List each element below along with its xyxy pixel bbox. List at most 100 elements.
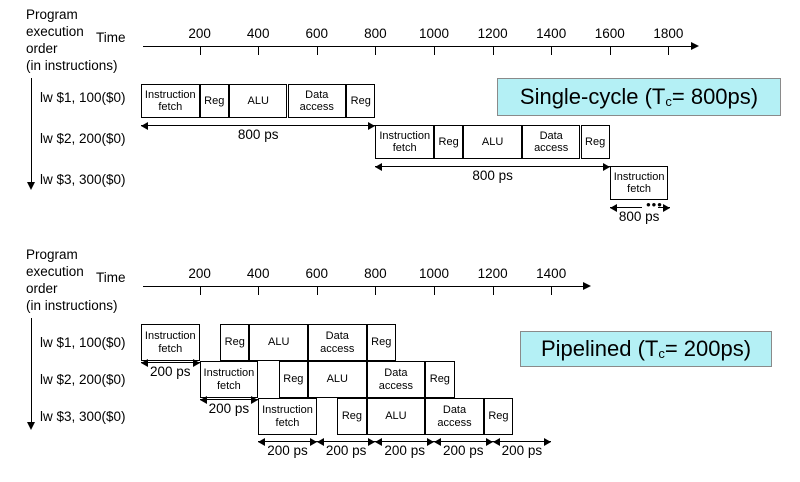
stage-label: Reg <box>429 373 450 386</box>
arrow-shaft <box>375 441 434 442</box>
measure-label: 200 ps <box>501 443 543 458</box>
arrow-head-right <box>368 121 376 130</box>
header-line-3: order <box>26 281 58 296</box>
axis-tick-label: 400 <box>246 26 270 41</box>
axis-tick <box>199 286 201 295</box>
measure-label: 200 ps <box>443 443 484 458</box>
stage-label: ALU <box>385 410 407 423</box>
stage-label: ALU <box>481 135 504 148</box>
stage-box-reg: Reg <box>483 398 514 435</box>
arrow-shaft <box>258 441 317 442</box>
stage-label: Reg <box>224 336 245 349</box>
stage-box-reg: Reg <box>425 361 455 398</box>
stage-box-reg: Reg <box>434 125 464 159</box>
header-line-1: Program <box>26 247 78 262</box>
axis-tick-label: 200 <box>188 26 211 41</box>
instruction-label-1: lw $1, 100($0) <box>40 335 126 350</box>
measure-label: 200 ps <box>208 401 250 416</box>
stage-box-reg: Reg <box>580 125 610 159</box>
arrow-shaft <box>492 441 552 442</box>
stage-label: ALU <box>247 94 269 107</box>
header-line-3: order <box>26 41 58 56</box>
arrow-shaft <box>434 441 493 442</box>
pipelined-callout-subscript: c <box>658 345 665 361</box>
stage-box-reg: Reg <box>278 361 308 398</box>
axis-tick-label: 1200 <box>477 266 508 281</box>
single-cycle-callout-prefix: Single-cycle (T <box>519 84 666 109</box>
stage-box-reg: Reg <box>199 84 229 118</box>
stage-label: Reg <box>341 410 363 423</box>
header-line-4: (in instructions) <box>26 58 118 73</box>
instruction-label-1: lw $1, 100($0) <box>40 90 126 105</box>
header-line-4: (in instructions) <box>26 298 118 313</box>
arrow-head-right <box>663 203 671 212</box>
axis-tick-label: 1400 <box>536 26 567 41</box>
stage-label: ALU <box>326 373 348 386</box>
measure-arrow <box>199 394 259 405</box>
program-order-header: Program execution order (in instructions… <box>26 6 118 74</box>
arrow-shaft <box>141 362 200 363</box>
measure-arrow <box>434 436 493 447</box>
arrow-head-right <box>485 437 493 446</box>
continuation-ellipsis: ••• <box>646 197 663 212</box>
axis-tick-label: 1800 <box>653 26 684 41</box>
time-axis-label: Time <box>96 30 126 45</box>
measure-label: 800 ps <box>618 209 660 224</box>
header-line-1: Program <box>26 7 78 22</box>
stage-box-alu: ALU <box>249 324 308 361</box>
measure-label: 800 ps <box>472 168 513 183</box>
header-line-2: execution <box>26 24 84 39</box>
program-order-arrow-head <box>27 182 35 190</box>
pipelined-callout-suffix: = 200ps) <box>664 336 752 361</box>
stage-box-alu: ALU <box>228 84 288 118</box>
axis-tick <box>492 46 494 55</box>
arrow-shaft <box>141 125 376 126</box>
single-cycle-callout-subscript: c <box>665 93 672 109</box>
measure-arrow <box>492 436 552 447</box>
arrow-head-right <box>192 358 200 367</box>
axis-tick-label: 1600 <box>594 26 625 41</box>
header-line-2: execution <box>26 264 84 279</box>
axis-tick-label: 1400 <box>536 266 567 281</box>
arrow-head-right <box>368 437 376 446</box>
axis-tick-label: 400 <box>246 266 270 281</box>
axis-tick-label: 800 <box>364 26 387 41</box>
axis-arrow-head <box>582 282 591 290</box>
stage-box-alu: ALU <box>463 125 522 159</box>
arrow-head-right <box>309 437 317 446</box>
program-order-arrow-shaft-pipelined <box>31 318 32 424</box>
measure-arrow <box>375 161 610 172</box>
axis-tick-label: 600 <box>305 26 329 41</box>
measure-arrow <box>609 202 643 213</box>
axis-arrow-head <box>690 42 699 50</box>
continuation-arrow <box>658 202 671 213</box>
instruction-label-2: lw $2, 200($0) <box>40 131 126 146</box>
instruction-label-3: lw $3, 300($0) <box>40 409 126 424</box>
arrow-shaft <box>316 441 376 442</box>
axis-tick <box>551 286 553 295</box>
stage-label: Reg <box>371 336 392 349</box>
pipelined-callout-prefix: Pipelined (T <box>540 336 659 361</box>
axis-tick-label: 600 <box>305 266 329 281</box>
measure-arrow <box>316 436 376 447</box>
measure-label: 200 ps <box>325 443 367 458</box>
arrow-head-right <box>426 437 434 446</box>
axis-tick <box>668 46 670 55</box>
stage-label: Reg <box>438 135 459 148</box>
